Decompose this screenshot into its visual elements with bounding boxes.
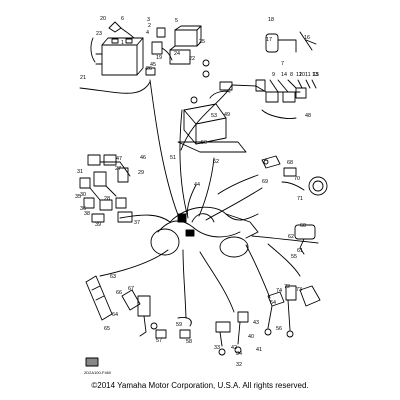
part-number-46: 46 bbox=[140, 155, 146, 161]
part-number-40: 40 bbox=[248, 334, 254, 340]
part-number-25: 25 bbox=[199, 39, 205, 45]
part-number-30: 30 bbox=[80, 192, 86, 198]
part-number-4: 4 bbox=[146, 30, 149, 36]
part-number-5: 5 bbox=[175, 18, 178, 24]
part-number-2: 2 bbox=[148, 23, 151, 29]
part-number-13: 13 bbox=[312, 72, 318, 78]
part-number-27: 27 bbox=[115, 166, 121, 172]
part-number-39: 39 bbox=[95, 222, 101, 228]
part-number-28: 28 bbox=[104, 196, 110, 202]
part-number-60: 60 bbox=[300, 223, 306, 229]
reference-code: 2D2A100-F460 bbox=[84, 370, 112, 375]
main-harness bbox=[79, 79, 319, 319]
sensor-assembly bbox=[155, 311, 249, 356]
part-number-73: 73 bbox=[296, 287, 302, 293]
part-number-33: 33 bbox=[214, 345, 220, 351]
part-number-37: 37 bbox=[134, 220, 140, 226]
part-number-52: 52 bbox=[213, 159, 219, 165]
part-number-50: 50 bbox=[201, 140, 207, 146]
part-number-58: 58 bbox=[186, 339, 192, 345]
part-number-42: 42 bbox=[231, 345, 237, 351]
part-number-1: 1 bbox=[121, 40, 124, 46]
part-number-9: 9 bbox=[272, 72, 275, 78]
frame-outline bbox=[150, 206, 259, 258]
reference-stamp bbox=[85, 357, 99, 367]
part-number-54: 54 bbox=[270, 300, 276, 306]
part-number-22: 22 bbox=[189, 56, 195, 62]
part-number-18: 18 bbox=[268, 17, 274, 23]
part-number-59: 59 bbox=[176, 322, 182, 328]
part-number-20: 20 bbox=[100, 16, 106, 22]
part-number-19: 19 bbox=[156, 55, 162, 61]
part-number-6: 6 bbox=[121, 16, 124, 22]
part-number-55: 55 bbox=[291, 254, 297, 260]
handlebar-switch-assembly bbox=[231, 31, 317, 119]
part-number-47: 47 bbox=[116, 156, 122, 162]
part-number-32: 32 bbox=[236, 362, 242, 368]
part-number-43: 43 bbox=[253, 320, 259, 326]
part-number-14: 14 bbox=[281, 72, 287, 78]
part-number-15: 15 bbox=[313, 72, 319, 78]
battery-assembly bbox=[90, 21, 173, 76]
relay-fuse-box bbox=[79, 154, 133, 223]
part-number-69: 69 bbox=[262, 179, 268, 185]
part-number-63: 63 bbox=[110, 274, 116, 280]
part-number-35: 35 bbox=[75, 194, 81, 200]
part-number-66: 66 bbox=[116, 290, 122, 296]
part-number-56: 56 bbox=[276, 326, 282, 332]
part-number-44: 44 bbox=[194, 182, 200, 188]
rear-lamp-assembly bbox=[261, 155, 328, 255]
part-number-26: 26 bbox=[146, 66, 152, 72]
part-number-49: 49 bbox=[224, 112, 230, 118]
part-number-64: 64 bbox=[112, 312, 118, 318]
part-number-61: 61 bbox=[297, 248, 303, 254]
part-number-41: 41 bbox=[256, 347, 262, 353]
part-number-7: 7 bbox=[281, 61, 284, 67]
horn-assembly bbox=[264, 285, 321, 338]
part-number-38: 38 bbox=[84, 211, 90, 217]
part-number-72: 72 bbox=[284, 284, 290, 290]
part-number-74: 74 bbox=[276, 288, 282, 294]
part-number-62: 62 bbox=[288, 234, 294, 240]
part-number-71: 71 bbox=[297, 196, 303, 202]
part-number-3: 3 bbox=[147, 17, 150, 23]
part-number-65: 65 bbox=[104, 326, 110, 332]
part-number-68: 68 bbox=[287, 160, 293, 166]
part-number-11: 11 bbox=[305, 72, 311, 78]
part-number-29: 29 bbox=[138, 170, 144, 176]
starter-relay bbox=[169, 25, 210, 78]
part-number-24: 24 bbox=[174, 51, 180, 57]
part-number-17: 17 bbox=[266, 37, 272, 43]
part-number-48: 48 bbox=[305, 113, 311, 119]
part-number-67: 67 bbox=[128, 286, 134, 292]
part-number-21: 21 bbox=[80, 75, 86, 81]
part-number-45: 45 bbox=[150, 62, 156, 68]
part-number-51: 51 bbox=[170, 155, 176, 161]
part-number-34: 34 bbox=[236, 351, 242, 357]
part-number-36: 36 bbox=[80, 206, 86, 212]
copyright-footer: ©2014 Yamaha Motor Corporation, U.S.A. A… bbox=[91, 381, 309, 390]
part-number-10: 10 bbox=[299, 72, 305, 78]
part-number-12: 12 bbox=[296, 72, 302, 78]
part-number-23: 23 bbox=[96, 31, 102, 37]
part-number-70: 70 bbox=[294, 176, 300, 182]
part-number-31: 31 bbox=[77, 169, 83, 175]
ignition-coil-assembly bbox=[85, 275, 158, 337]
ecu-assembly bbox=[177, 81, 247, 153]
part-number-8: 8 bbox=[290, 72, 293, 78]
part-number-16: 16 bbox=[304, 35, 310, 41]
part-number-53: 53 bbox=[211, 113, 217, 119]
part-number-57: 57 bbox=[156, 338, 162, 344]
